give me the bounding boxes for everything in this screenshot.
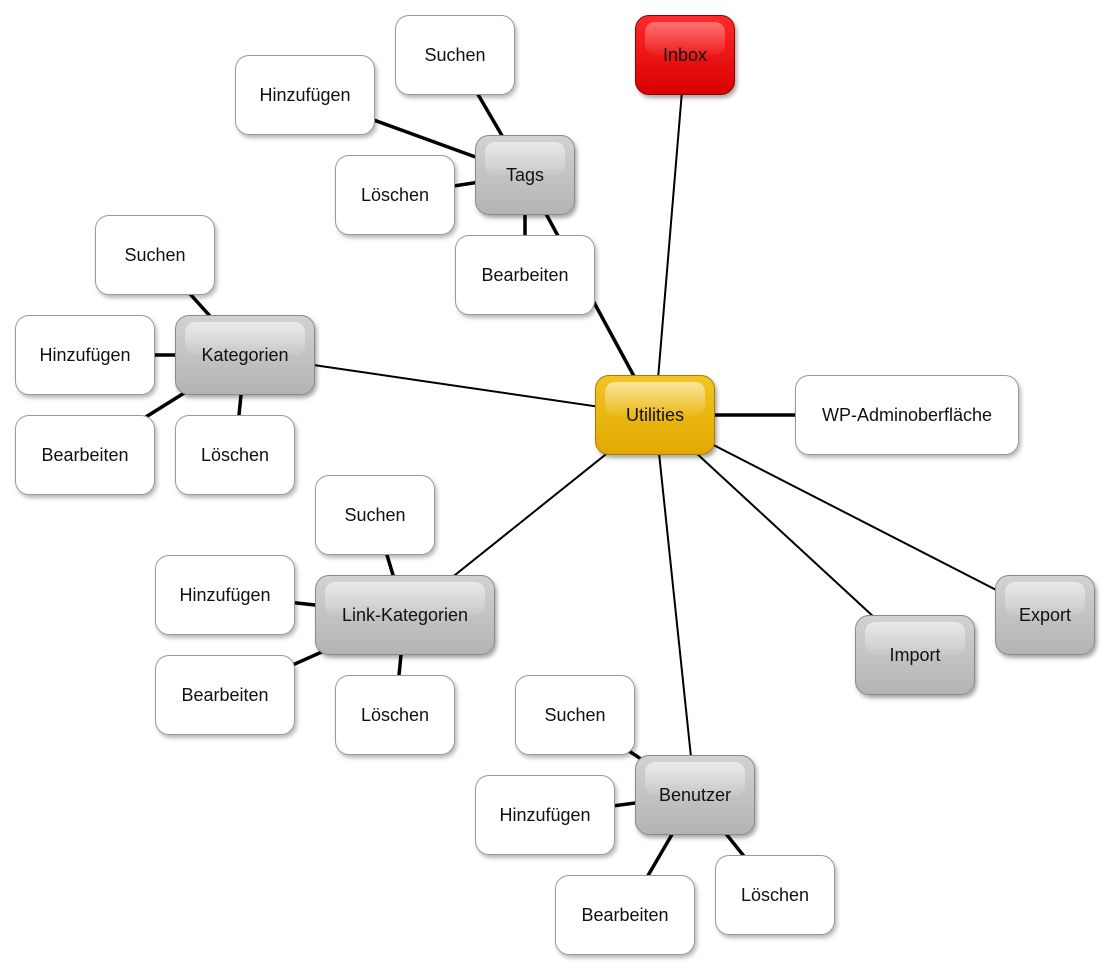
node-label: Suchen — [544, 704, 606, 725]
node-kategorien-hinzufuegen[interactable]: Hinzufügen — [15, 315, 155, 395]
node-benutzer-loeschen[interactable]: Löschen — [715, 855, 835, 935]
node-wp-admin[interactable]: WP-Adminoberfläche — [795, 375, 1019, 455]
node-tags-suchen[interactable]: Suchen — [395, 15, 515, 95]
node-export[interactable]: Export — [995, 575, 1095, 655]
node-label: Import — [889, 644, 941, 665]
node-link-kategorien-suchen[interactable]: Suchen — [315, 475, 435, 555]
node-link-kategorien-loeschen[interactable]: Löschen — [335, 675, 455, 755]
node-label: Hinzufügen — [39, 344, 131, 365]
node-label: Hinzufügen — [259, 84, 351, 105]
node-label: Löschen — [360, 184, 430, 205]
node-label: Löschen — [360, 704, 430, 725]
node-tags-bearbeiten[interactable]: Bearbeiten — [455, 235, 595, 315]
node-label: Kategorien — [201, 344, 289, 365]
edge-utilities-inbox — [654, 54, 686, 416]
edge-utilities-export — [654, 414, 1046, 616]
node-label: Inbox — [662, 44, 708, 65]
node-tags-loeschen[interactable]: Löschen — [335, 155, 455, 235]
node-benutzer-hinzufuegen[interactable]: Hinzufügen — [475, 775, 615, 855]
node-kategorien[interactable]: Kategorien — [175, 315, 315, 395]
node-inbox[interactable]: Inbox — [635, 15, 735, 95]
node-kategorien-suchen[interactable]: Suchen — [95, 215, 215, 295]
node-kategorien-bearbeiten[interactable]: Bearbeiten — [15, 415, 155, 495]
node-label: Löschen — [740, 884, 810, 905]
node-label: WP-Adminoberfläche — [821, 404, 993, 425]
node-label: Bearbeiten — [41, 444, 129, 465]
node-label: Löschen — [200, 444, 270, 465]
node-benutzer-suchen[interactable]: Suchen — [515, 675, 635, 755]
node-benutzer-bearbeiten[interactable]: Bearbeiten — [555, 875, 695, 955]
node-label: Hinzufügen — [179, 584, 271, 605]
node-link-kategorien-hinzufuegen[interactable]: Hinzufügen — [155, 555, 295, 635]
node-benutzer[interactable]: Benutzer — [635, 755, 755, 835]
node-label: Export — [1018, 604, 1072, 625]
node-link-kategorien-bearbeiten[interactable]: Bearbeiten — [155, 655, 295, 735]
node-label: Benutzer — [658, 784, 732, 805]
node-label: Suchen — [424, 44, 486, 65]
edge-utilities-benutzer — [654, 414, 696, 796]
node-tags-hinzufuegen[interactable]: Hinzufügen — [235, 55, 375, 135]
node-link-kategorien[interactable]: Link-Kategorien — [315, 575, 495, 655]
node-label: Tags — [505, 164, 545, 185]
node-label: Suchen — [344, 504, 406, 525]
node-label: Utilities — [625, 404, 684, 425]
node-label: Bearbeiten — [481, 264, 569, 285]
node-label: Bearbeiten — [181, 684, 269, 705]
node-label: Suchen — [124, 244, 186, 265]
node-kategorien-loeschen[interactable]: Löschen — [175, 415, 295, 495]
node-label: Bearbeiten — [581, 904, 669, 925]
node-label: Hinzufügen — [499, 804, 591, 825]
node-import[interactable]: Import — [855, 615, 975, 695]
node-tags[interactable]: Tags — [475, 135, 575, 215]
node-utilities[interactable]: Utilities — [595, 375, 715, 455]
node-label: Link-Kategorien — [341, 604, 469, 625]
